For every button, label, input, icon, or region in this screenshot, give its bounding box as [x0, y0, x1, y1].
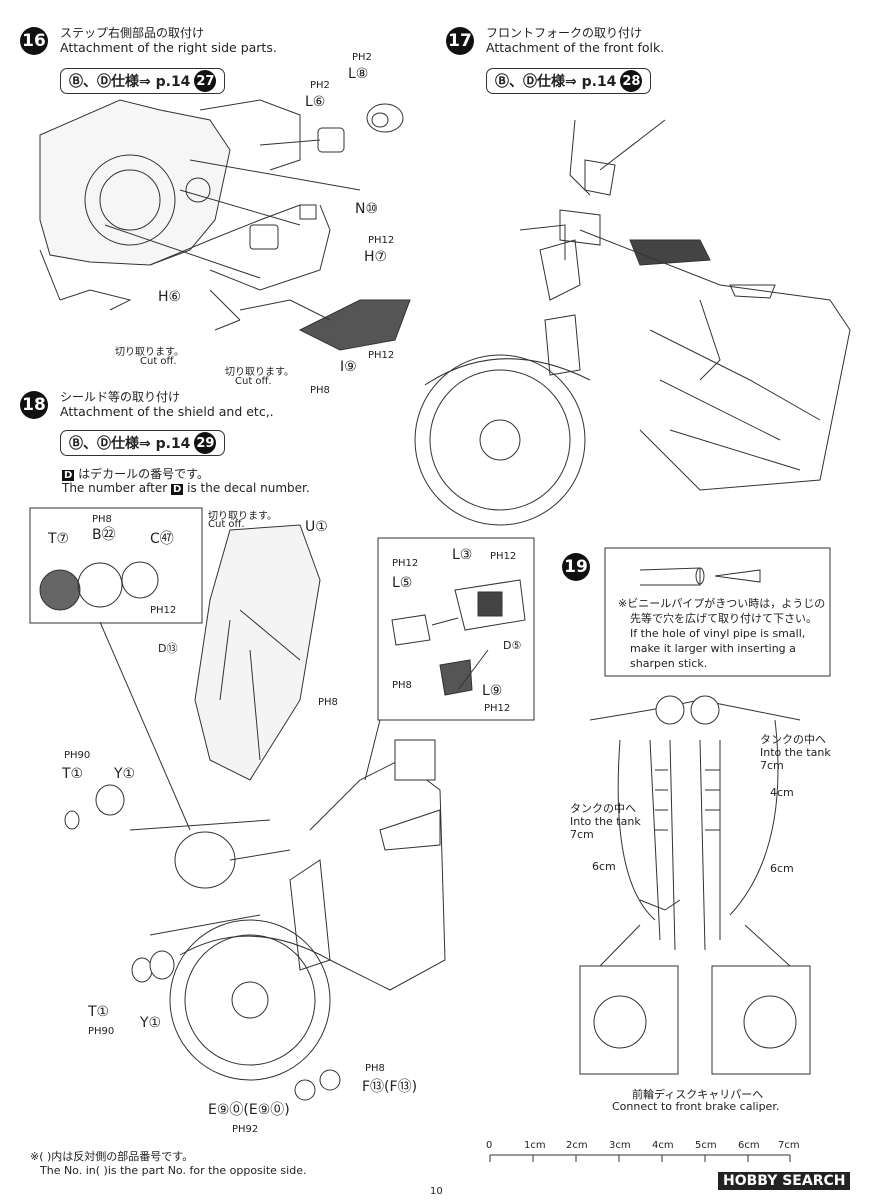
caption-jp: 前輪ディスクキャリパーへ	[632, 1088, 764, 1101]
label-ph2-top: PH2	[352, 52, 372, 63]
spec-ref-badge: 27	[194, 70, 217, 92]
label-l6: L⑥	[305, 94, 326, 110]
label-t1-a: T①	[62, 766, 84, 782]
spec-text: Ⓑ、Ⓓ仕様⇒ p.14	[69, 74, 191, 90]
label-h6: H⑥	[158, 289, 182, 305]
ruler-tick-1: 1cm	[524, 1140, 546, 1151]
label-u1: U①	[305, 519, 328, 535]
label-ph8-d: PH8	[365, 1063, 385, 1074]
step-16-badge: 16	[20, 27, 48, 55]
note-jp-1: ※ビニールパイプがきつい時は，ようじの	[618, 597, 826, 610]
ruler-tick-5: 5cm	[695, 1140, 717, 1151]
ruler-tick-0: 0	[486, 1140, 493, 1151]
spec-text: Ⓑ、Ⓓ仕様⇒ p.14	[69, 436, 191, 452]
label-h7: H⑦	[364, 249, 388, 265]
step-19-note: ※ビニールパイプがきつい時は，ようじの 先等で穴を広げて取り付けて下さい。 If…	[618, 596, 825, 671]
label-e90: E⑨⓪(E⑨⓪)	[208, 1102, 290, 1118]
note-en-1: If the hole of vinyl pipe is small,	[630, 627, 806, 640]
label-b22: B㉒	[92, 527, 116, 543]
label-i9: I⑨	[340, 359, 357, 375]
label-y1-a: Y①	[114, 766, 136, 782]
step-18-badge: 18	[20, 391, 48, 419]
label-d5: D⑤	[503, 639, 522, 652]
label-l8: L⑧	[348, 66, 369, 82]
label-t7: T⑦	[48, 531, 70, 547]
label-c57: C㊼	[150, 531, 174, 547]
label-ph2-mid: PH2	[310, 80, 330, 91]
step-16-title-en: Attachment of the right side parts.	[60, 40, 277, 55]
spec-ref-badge: 28	[620, 70, 643, 92]
label-ph12-d: PH12	[484, 703, 511, 714]
step-17-spec-box: Ⓑ、Ⓓ仕様⇒ p.14 28	[486, 68, 652, 94]
label-ph90-a: PH90	[64, 750, 91, 761]
label-ph8-a: PH8	[92, 514, 112, 525]
spec-text: Ⓑ、Ⓓ仕様⇒ p.14	[495, 74, 617, 90]
label-l9: L⑨	[482, 683, 503, 699]
label-n10: N⑩	[355, 201, 379, 217]
len-4cm-label: 4cm	[770, 786, 794, 799]
label-ph8-c: PH8	[392, 680, 412, 691]
step-17-badge: 17	[446, 27, 474, 55]
label-ph12-a: PH12	[150, 605, 177, 616]
step-19-badge: 19	[562, 553, 590, 581]
cut-note-1-en: Cut off.	[140, 356, 177, 367]
decal-note-en: The number after D is the decal number.	[62, 481, 310, 495]
ruler-tick-4: 4cm	[652, 1140, 674, 1151]
tank-right-label: タンクの中へ Into the tank 7cm	[760, 733, 831, 772]
step-18-title-en: Attachment of the shield and etc,.	[60, 404, 274, 419]
label-l5: L⑤	[392, 575, 413, 591]
step-16-spec-box: Ⓑ、Ⓓ仕様⇒ p.14 27	[60, 68, 226, 94]
footer-note-jp: ※( )内は反対側の部品番号です。	[30, 1150, 194, 1163]
label-ph12-c: PH12	[490, 551, 517, 562]
cut-note-2-en: Cut off.	[235, 376, 272, 387]
caption-en: Connect to front brake caliper.	[612, 1100, 780, 1113]
label-f13: F⑬(F⑬)	[362, 1079, 418, 1095]
len-6cm-left: 6cm	[592, 860, 616, 873]
cut-note-en: Cut off.	[208, 519, 245, 530]
tank-left-label: タンクの中へ Into the tank 7cm	[570, 802, 641, 841]
spec-ref-badge: 29	[194, 432, 217, 454]
step-16-title-jp: ステップ右側部品の取付け	[60, 26, 205, 40]
label-t1-b: T①	[88, 1004, 110, 1020]
footer-note-en: The No. in( )is the part No. for the opp…	[40, 1164, 307, 1177]
note-en-3: sharpen stick.	[630, 657, 708, 670]
label-ph8: PH8	[310, 385, 330, 396]
watermark-logo: HOBBY SEARCH	[718, 1172, 851, 1190]
step-18-title-jp: シールド等の取り付け	[60, 390, 181, 404]
len-6cm-right: 6cm	[770, 862, 794, 875]
label-d13: D⑬	[158, 642, 178, 655]
ruler-tick-7: 7cm	[778, 1140, 800, 1151]
cut-note-jp: 切り取ります。	[208, 511, 277, 522]
decal-tag: D	[62, 470, 75, 481]
note-en-2: make it larger with inserting a	[630, 642, 796, 655]
ruler-tick-2: 2cm	[566, 1140, 588, 1151]
label-ph90-b: PH90	[88, 1026, 115, 1037]
label-ph12-box: PH12	[392, 558, 419, 569]
cut-note-2-jp: 切り取ります。	[225, 367, 294, 378]
decal-note-jp: D はデカールの番号です。	[62, 467, 209, 481]
ruler-tick-6: 6cm	[738, 1140, 760, 1151]
label-l3: L③	[452, 547, 473, 563]
cut-note-1-jp: 切り取ります。	[115, 347, 184, 358]
label-y1-b: Y①	[140, 1015, 162, 1031]
ruler-tick-3: 3cm	[609, 1140, 631, 1151]
label-ph12b: PH12	[368, 350, 395, 361]
label-ph92: PH92	[232, 1124, 259, 1135]
page-number: 10	[430, 1186, 443, 1197]
label-ph12a: PH12	[368, 235, 395, 246]
decal-tag: D	[171, 484, 184, 495]
step-17-title-jp: フロントフォークの取り付け	[486, 26, 643, 40]
note-jp-2: 先等で穴を広げて取り付けて下さい。	[630, 612, 817, 625]
step-17-title-en: Attachment of the front folk.	[486, 40, 665, 55]
step-18-spec-box: Ⓑ、Ⓓ仕様⇒ p.14 29	[60, 430, 226, 456]
label-ph8-b: PH8	[318, 697, 338, 708]
